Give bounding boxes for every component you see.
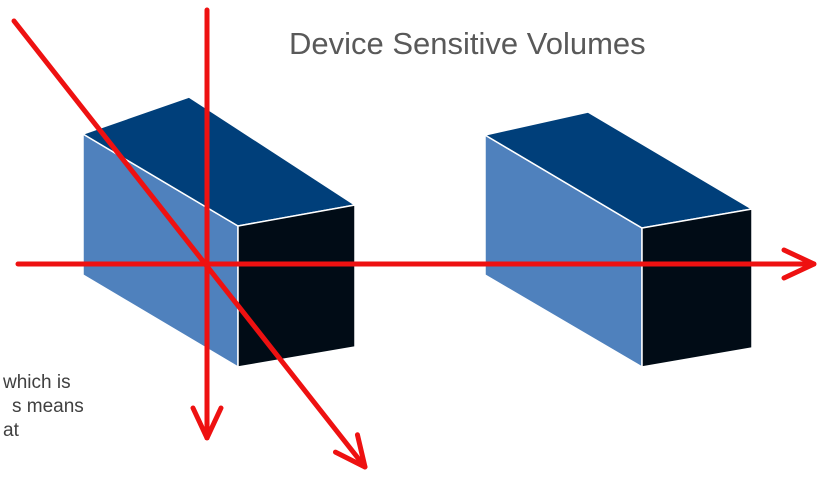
- note-line: which is: [3, 372, 71, 393]
- right-box-side-face: [641, 208, 753, 368]
- left-box-side-face: [237, 204, 356, 368]
- slide-title: Device Sensitive Volumes: [289, 26, 646, 61]
- sensitive-volume-left: [82, 96, 356, 368]
- clipped-note-text: which is s means at: [0, 371, 84, 443]
- particle-rays: [11, 7, 817, 470]
- sensitive-volume-right: [484, 111, 753, 368]
- note-line: at: [3, 420, 19, 441]
- diagonal-ray-arrow: [11, 18, 368, 470]
- note-line: s means: [12, 396, 84, 417]
